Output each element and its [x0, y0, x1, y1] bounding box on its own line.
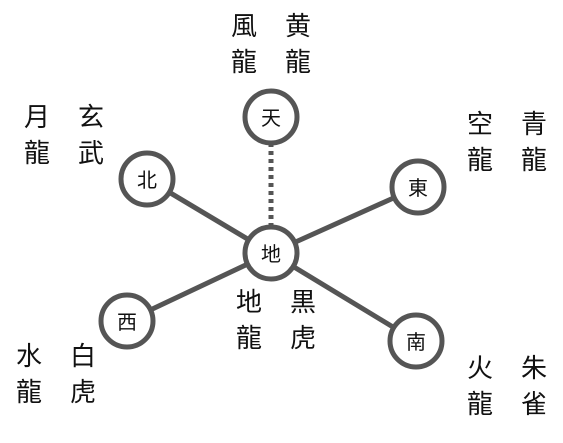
label-heaven-col-right-char: 龍 — [285, 48, 311, 78]
label-north-col-right: 玄武 — [78, 103, 104, 169]
label-east-col-left: 空龍 — [467, 110, 493, 176]
node-west-label: 西 — [117, 310, 137, 334]
node-east-label: 東 — [408, 176, 428, 200]
label-south-col-left-char: 火 — [467, 354, 493, 384]
label-south-col-left-char: 龍 — [467, 390, 493, 420]
label-heaven-col-left-char: 龍 — [231, 48, 257, 78]
node-west-circle — [98, 292, 156, 350]
label-west-col-right-char: 白 — [70, 342, 96, 372]
edges-layer — [148, 143, 397, 331]
label-west-col-left: 水龍 — [16, 342, 42, 408]
label-earth-col-right: 黒虎 — [290, 288, 316, 354]
label-east-col-left-char: 空 — [467, 110, 493, 140]
label-west-col-left-char: 水 — [16, 342, 42, 372]
edge-earth-south — [290, 263, 397, 331]
node-earth: 地 — [242, 224, 300, 282]
label-heaven-col-right: 黄龍 — [285, 12, 311, 78]
node-north: 北 — [118, 150, 176, 208]
label-west-col-right: 白虎 — [70, 342, 96, 408]
label-heaven-col-left-char: 風 — [231, 12, 257, 42]
edge-earth-east — [292, 195, 397, 245]
label-heaven-col-right-char: 黄 — [285, 12, 311, 42]
label-east-col-left-char: 龍 — [467, 146, 493, 176]
label-east-col-right: 青龍 — [521, 110, 547, 176]
label-south-col-right-char: 雀 — [521, 390, 547, 420]
node-west: 西 — [98, 292, 156, 350]
edge-earth-north — [166, 189, 252, 243]
node-heaven-label: 天 — [261, 106, 281, 130]
label-north-col-left: 月龍 — [24, 103, 50, 169]
edge-earth-west — [148, 261, 250, 313]
node-south-circle — [387, 312, 445, 370]
label-north-col-right-char: 武 — [78, 139, 104, 169]
label-earth-col-left-char: 地 — [236, 288, 262, 318]
node-east: 東 — [389, 158, 447, 216]
label-east-col-right-char: 青 — [521, 110, 547, 140]
label-east-col-right-char: 龍 — [521, 146, 547, 176]
label-south-col-left: 火龍 — [467, 354, 493, 420]
label-earth-col-right-char: 黒 — [290, 288, 316, 318]
node-east-circle — [389, 158, 447, 216]
label-earth-col-left: 地龍 — [236, 288, 262, 354]
label-south-col-right: 朱雀 — [521, 354, 547, 420]
node-earth-label: 地 — [261, 242, 281, 266]
label-earth-col-left-char: 龍 — [236, 324, 262, 354]
label-north-col-left-char: 龍 — [24, 139, 50, 169]
node-earth-circle — [242, 224, 300, 282]
node-north-label: 北 — [137, 168, 157, 192]
label-north-col-right-char: 玄 — [78, 103, 104, 133]
label-north-col-left-char: 月 — [24, 103, 50, 133]
node-heaven-circle — [242, 88, 300, 146]
node-south: 南 — [387, 312, 445, 370]
node-heaven: 天 — [242, 88, 300, 146]
label-heaven-col-left: 風龍 — [231, 12, 257, 78]
label-west-col-left-char: 龍 — [16, 378, 42, 408]
node-south-label: 南 — [406, 330, 426, 354]
label-west-col-right-char: 虎 — [70, 378, 96, 408]
node-north-circle — [118, 150, 176, 208]
label-earth-col-right-char: 虎 — [290, 324, 316, 354]
label-south-col-right-char: 朱 — [521, 354, 547, 384]
